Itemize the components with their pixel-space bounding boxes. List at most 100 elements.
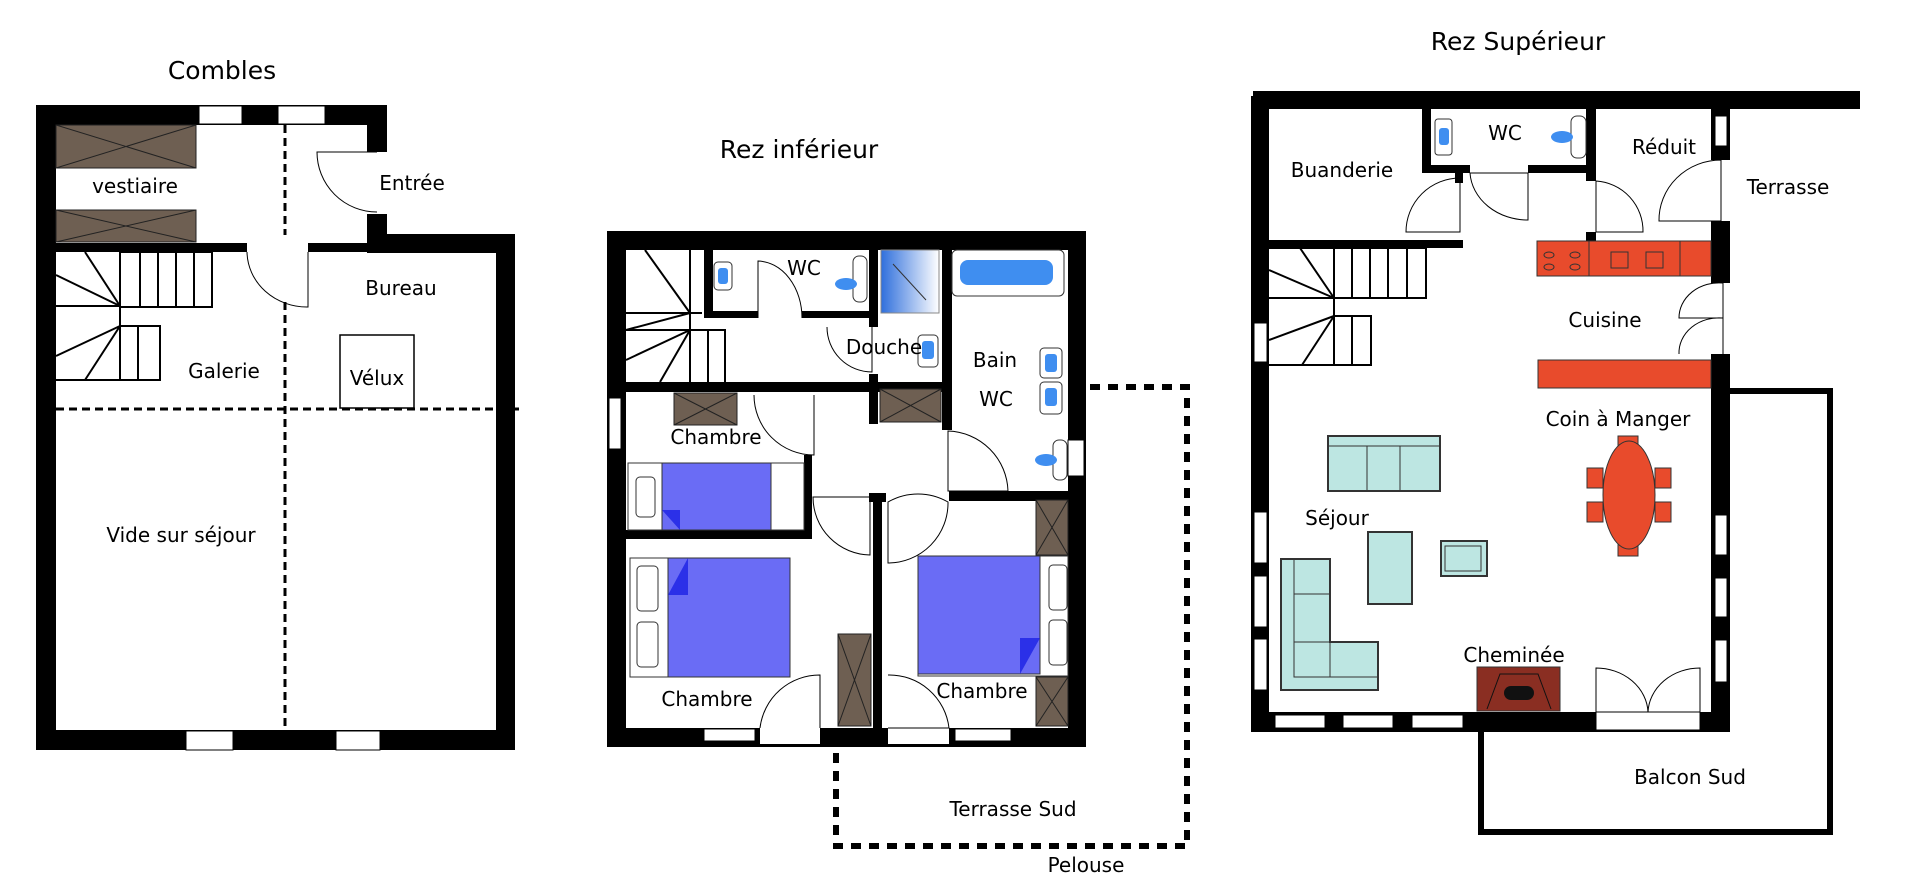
toilet	[1570, 115, 1587, 159]
wall	[1711, 221, 1730, 283]
door	[759, 674, 821, 729]
closet	[1035, 499, 1069, 556]
velux-window	[339, 334, 415, 409]
room-label: Vélux	[350, 366, 405, 390]
door	[1469, 172, 1529, 221]
closet	[837, 633, 872, 727]
balcony-door	[1595, 711, 1701, 731]
door	[887, 674, 950, 729]
door	[887, 493, 949, 564]
bed	[917, 555, 1069, 677]
wall	[1251, 96, 1269, 732]
wall	[367, 105, 387, 152]
door	[1595, 667, 1701, 713]
staircase	[55, 251, 213, 381]
window	[1253, 322, 1268, 363]
room-label: Balcon Sud	[1634, 765, 1746, 789]
dining-table	[1586, 435, 1672, 557]
room-label: Galerie	[188, 359, 260, 383]
door-opening	[760, 728, 820, 744]
window	[1714, 639, 1728, 683]
wall	[1422, 109, 1431, 173]
wall	[869, 374, 878, 424]
wall	[367, 214, 387, 253]
room-label: Bureau	[365, 276, 436, 300]
terrace-outline	[833, 384, 1190, 849]
wall	[496, 234, 515, 750]
window	[1253, 638, 1268, 691]
wall	[1422, 165, 1470, 173]
staircase	[1268, 247, 1427, 366]
window	[608, 397, 622, 450]
fireplace	[1476, 666, 1561, 712]
window	[1714, 115, 1728, 147]
window	[1253, 575, 1268, 628]
door	[812, 496, 871, 556]
shower	[880, 249, 940, 314]
door-opening	[888, 728, 949, 744]
room-label: Bain	[973, 348, 1017, 372]
room-label: Vide sur séjour	[106, 523, 256, 547]
wall	[36, 105, 56, 750]
balcony-outline	[1478, 388, 1833, 835]
wall	[1586, 232, 1596, 242]
wall	[607, 231, 1086, 250]
bed	[627, 462, 805, 531]
toilet	[852, 255, 868, 303]
door	[826, 326, 873, 373]
room-label: vestiaire	[92, 174, 178, 198]
room-label: Terrasse Sud	[948, 797, 1076, 821]
door	[757, 260, 803, 319]
plan-title-combles: Combles	[168, 56, 276, 85]
room-label: Coin à Manger	[1546, 407, 1692, 431]
closet	[1035, 676, 1069, 727]
room-label: Cheminée	[1463, 643, 1564, 667]
window	[703, 728, 756, 742]
closet	[55, 209, 197, 243]
window	[335, 730, 381, 751]
wall	[869, 493, 886, 502]
room-label: Buanderie	[1291, 158, 1393, 182]
wall	[56, 243, 247, 252]
room-label: WC	[1488, 121, 1522, 145]
staircase	[625, 249, 726, 383]
closet	[55, 124, 197, 169]
wall	[626, 382, 942, 392]
wall	[626, 530, 812, 539]
door	[1595, 180, 1644, 233]
wall	[308, 243, 367, 252]
wall	[367, 234, 515, 253]
window	[1067, 439, 1085, 477]
wall	[949, 491, 1068, 501]
wall	[1586, 109, 1596, 181]
door	[246, 251, 309, 308]
door	[316, 151, 378, 213]
room-label: WC	[979, 387, 1013, 411]
room-label: Cuisine	[1568, 308, 1641, 332]
plan-rez-inferieur: Rez inférieur	[607, 135, 1190, 877]
wall	[704, 250, 713, 315]
window	[277, 105, 326, 125]
door	[753, 394, 815, 456]
plan-combles: Combles vestiaire Entrée Bureau Galerie …	[36, 56, 522, 751]
window	[1714, 514, 1728, 556]
room-label: Chambre	[661, 687, 752, 711]
room-label: Terrasse	[1746, 175, 1830, 199]
wall	[1528, 165, 1596, 173]
corner-sofa	[1280, 558, 1379, 691]
wall	[804, 455, 812, 539]
wall	[1269, 240, 1463, 248]
window	[185, 730, 234, 751]
door	[1658, 159, 1722, 222]
sofa	[1327, 435, 1441, 492]
closet	[673, 392, 738, 426]
plan-title-rez-inferieur: Rez inférieur	[720, 135, 879, 164]
window	[1253, 511, 1268, 564]
room-label: Réduit	[1632, 135, 1696, 159]
door	[947, 430, 1009, 492]
window	[1342, 714, 1394, 729]
wall	[607, 231, 626, 747]
wall	[869, 250, 878, 327]
wall	[1068, 231, 1086, 747]
